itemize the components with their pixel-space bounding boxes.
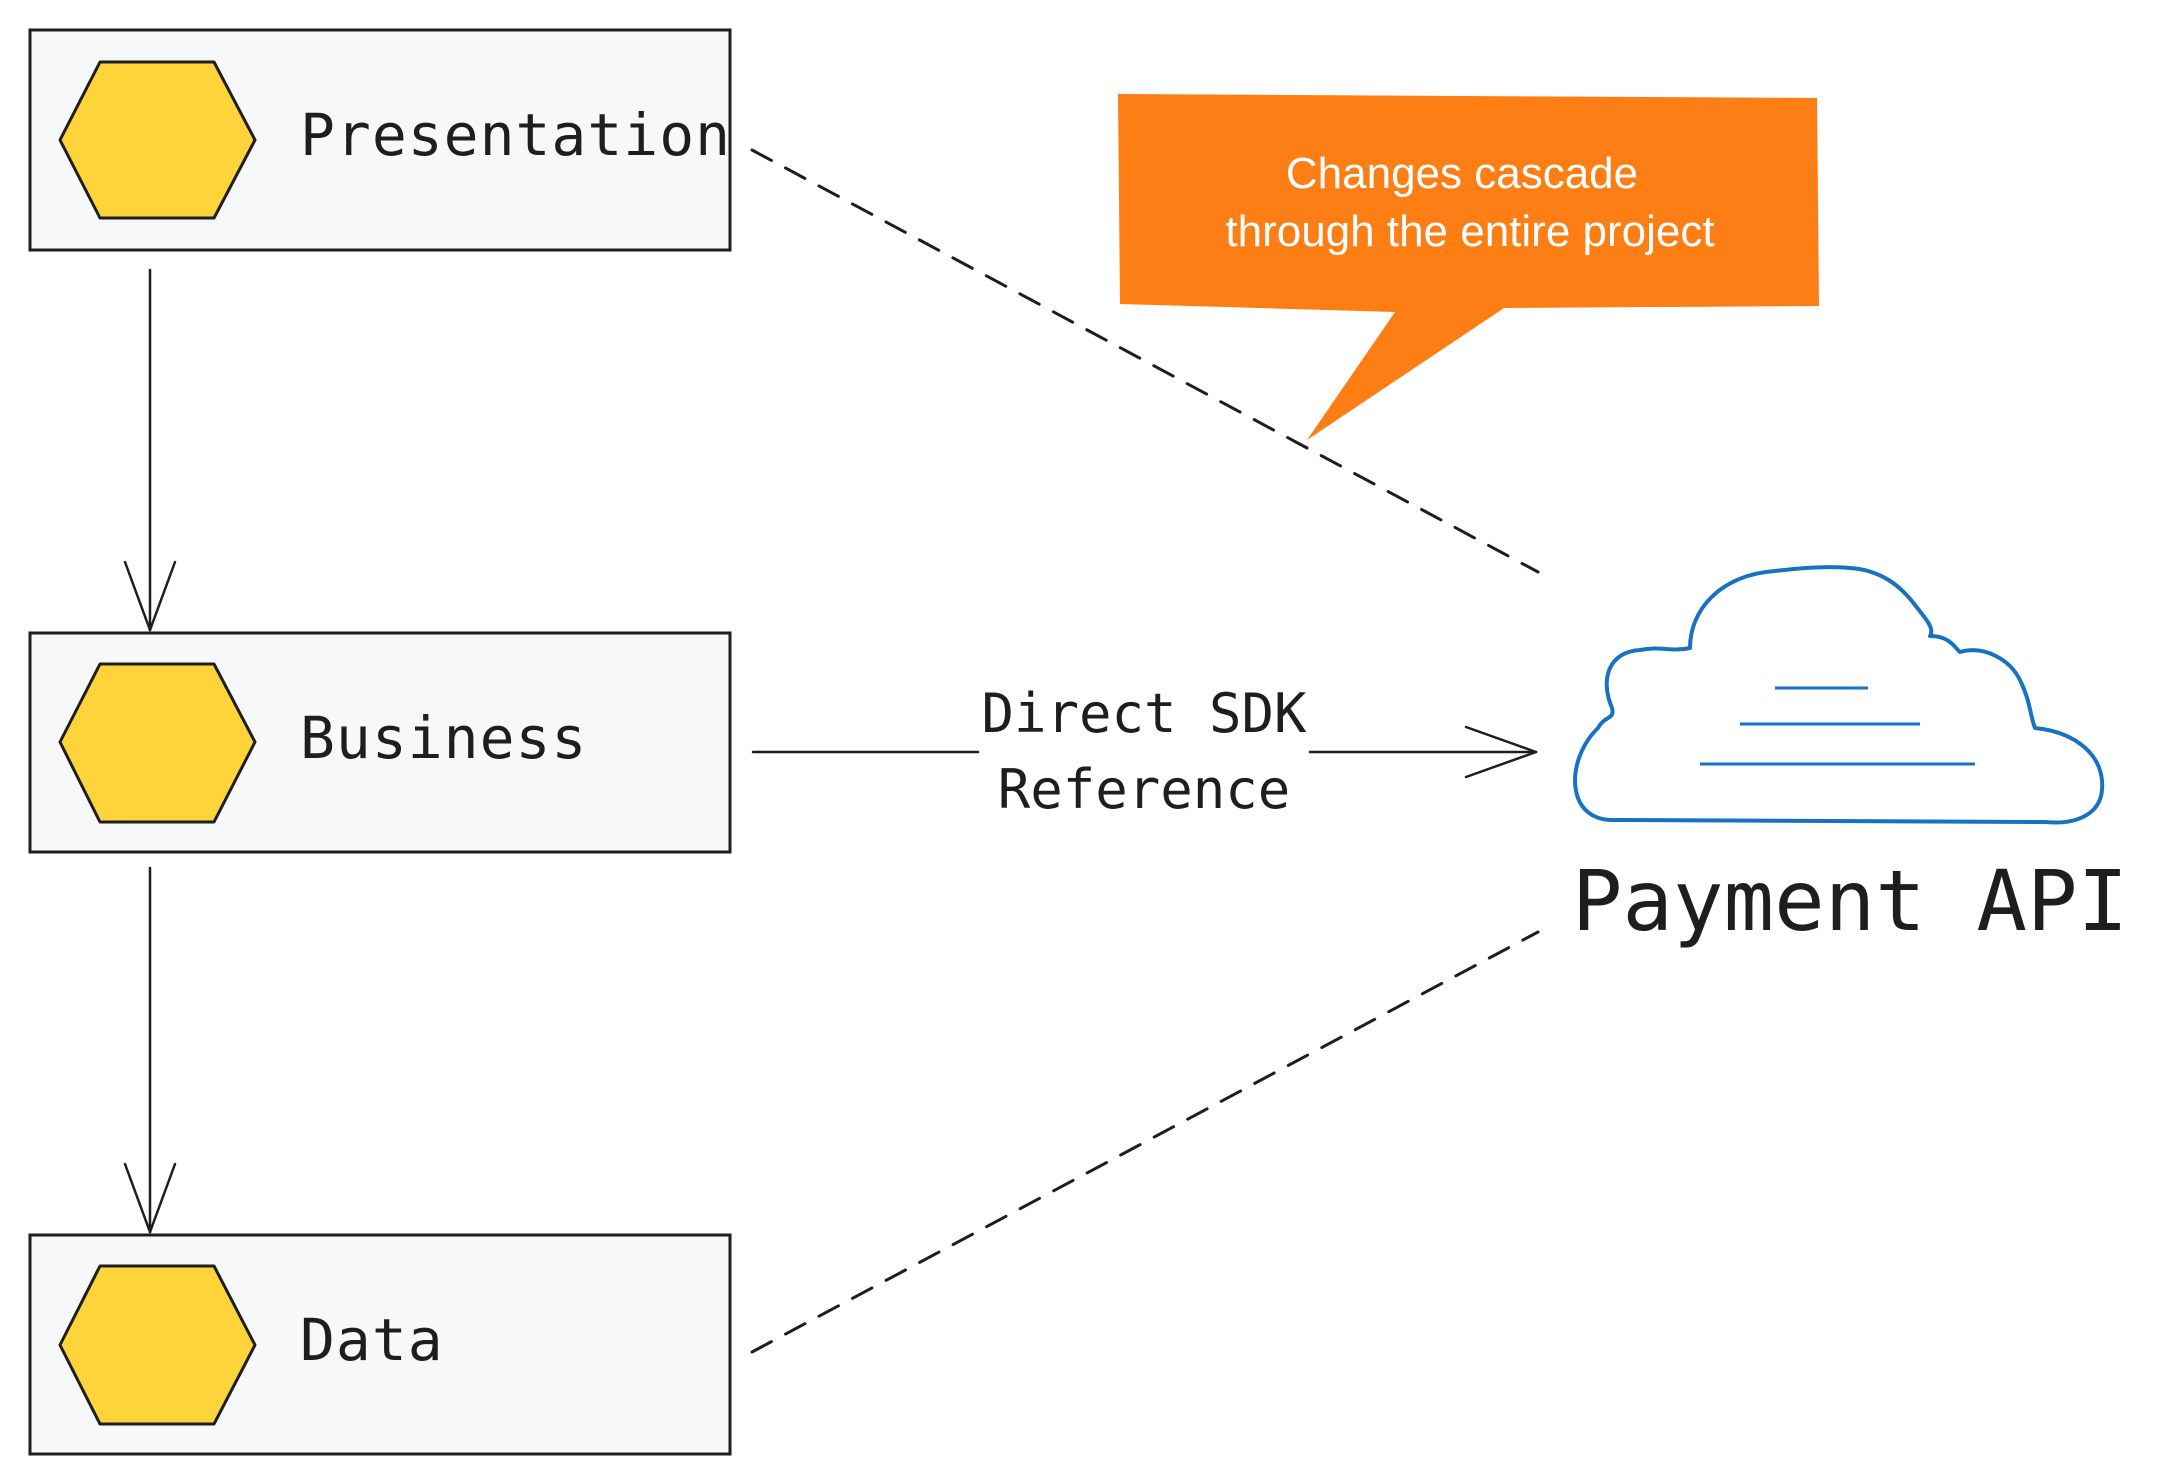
layer-business[interactable]: Business (28, 631, 732, 854)
hexagon-icon (58, 60, 257, 220)
arrow-business-to-api (751, 725, 1538, 779)
callout-text-line1: Changes cascade (1286, 149, 1638, 198)
hexagon-icon (58, 1264, 257, 1426)
layer-data[interactable]: Data (28, 1233, 732, 1456)
dashed-link-presentation-api (750, 148, 1540, 574)
layer-label: Data (300, 1306, 444, 1374)
arrow-presentation-to-business (123, 268, 177, 632)
external-payment-api[interactable]: Payment API (1572, 565, 2128, 950)
payment-api-label: Payment API (1572, 852, 2128, 950)
callout-bubble (1118, 94, 1819, 440)
callout-text-line2: through the entire project (1225, 207, 1714, 256)
callout: Changes cascade through the entire proje… (1118, 94, 1819, 440)
arrow-business-to-data (123, 866, 177, 1234)
layer-label: Presentation (300, 101, 731, 169)
edge-label-line1: Direct SDK (981, 682, 1307, 745)
dashed-link-data-api (750, 930, 1540, 1354)
cloud-icon (1573, 565, 2105, 825)
layer-presentation[interactable]: Presentation (28, 28, 732, 252)
hexagon-icon (58, 662, 257, 824)
edge-label-line2: Reference (998, 758, 1291, 821)
layer-label: Business (300, 704, 587, 772)
